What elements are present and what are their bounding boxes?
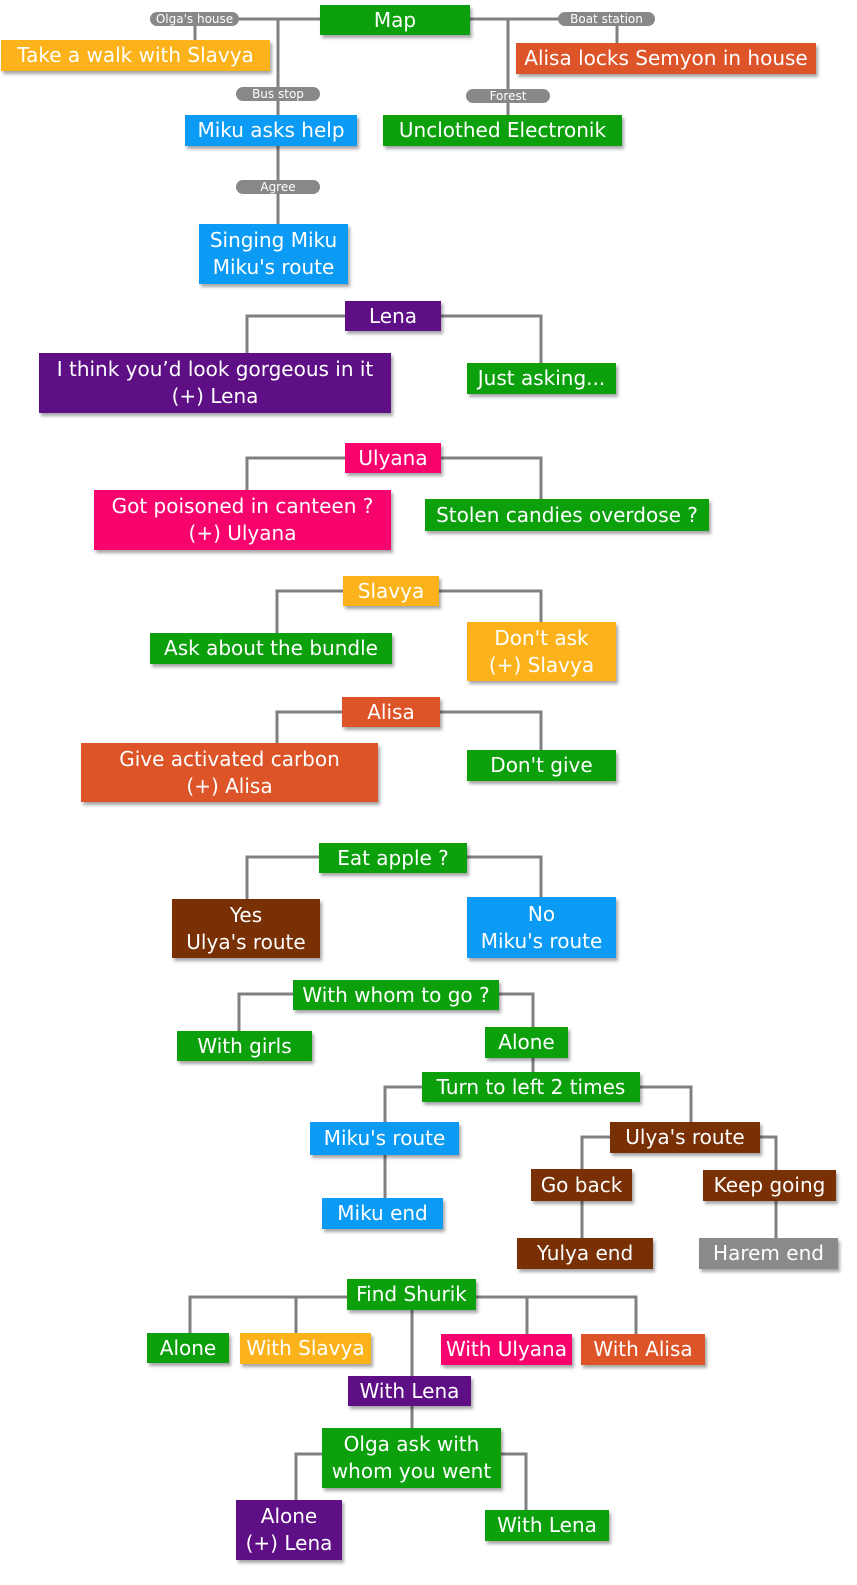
connector-lena-right [441,314,543,363]
pill-bus-stop: Bus stop [236,87,320,101]
node-take-walk-slavya: Take a walk with Slavya [1,40,270,71]
node-stolen-candies: Stolen candies overdose ? [425,499,709,531]
pill-forest: Forest [466,89,550,103]
connector-apple-no [467,855,543,897]
node-miku-route: Miku's route [310,1122,459,1155]
connector-turn-ulya [640,1085,693,1122]
node-with-lena-1: With Lena [348,1376,471,1406]
node-slavya: Slavya [343,576,439,606]
pill-boat-station: Boat station [558,12,655,26]
connector-ulyana-right [441,456,543,499]
node-dont-ask: Don't ask(+) Slavya [467,622,616,681]
node-with-girls: With girls [177,1031,312,1061]
connector-whom-alone [499,992,535,1027]
node-alone-lena: Alone(+) Lena [236,1500,342,1560]
node-go-back: Go back [531,1169,632,1201]
node-map: Map [320,5,470,35]
connector-apple-yes [245,855,319,899]
node-alone-2: Alone [147,1333,229,1363]
node-ulya-route: Ulya's route [610,1122,760,1153]
node-turn-left: Turn to left 2 times [422,1072,640,1102]
node-unclothed-electronik: Unclothed Electronik [383,115,622,146]
node-alisa-locks-semyon: Alisa locks Semyon in house [516,43,816,74]
node-just-asking: Just asking... [467,363,616,394]
node-with-whom: With whom to go ? [293,980,499,1010]
pill-agree: Agree [236,180,320,194]
node-alisa: Alisa [342,697,440,727]
node-give-carbon: Give activated carbon(+) Alisa [81,743,378,802]
connector-olga-withlena [501,1452,528,1510]
pill-olgas-house: Olga's house [150,12,239,26]
node-lena-gorgeous: I think you’d look gorgeous in it(+) Len… [39,353,391,413]
node-with-slavya: With Slavya [240,1333,371,1364]
node-find-shurik: Find Shurik [347,1279,476,1310]
connector-whom-girls [237,992,293,1031]
connector-alisa-left [275,710,342,743]
node-with-lena-2: With Lena [485,1510,609,1541]
node-with-ulyana: With Ulyana [441,1334,572,1365]
connector-lena-left [245,314,345,353]
connector-slavya-right [439,589,543,622]
node-dont-give: Don't give [467,750,616,781]
connector-ulyana-left [245,456,345,490]
node-lena: Lena [345,301,441,331]
connector-olga-alone [294,1452,322,1500]
node-alone-1: Alone [485,1027,568,1058]
node-eat-apple: Eat apple ? [319,843,467,873]
connector-alisa-right [440,710,543,750]
node-miku-end: Miku end [322,1198,443,1229]
connector-turn-miku [383,1085,422,1122]
connector-ulya-back [580,1135,610,1169]
node-ask-bundle: Ask about the bundle [150,633,392,664]
connector-ulya-keep [760,1135,778,1170]
node-keep-going: Keep going [703,1170,836,1201]
node-ulyana: Ulyana [345,443,441,473]
node-poisoned-canteen: Got poisoned in canteen ?(+) Ulyana [94,490,391,550]
node-harem-end: Harem end [699,1238,838,1269]
node-yulya-end: Yulya end [517,1238,653,1269]
node-with-alisa: With Alisa [581,1334,705,1365]
connector-slavya-left [275,589,343,633]
node-miku-asks-help: Miku asks help [185,115,357,146]
